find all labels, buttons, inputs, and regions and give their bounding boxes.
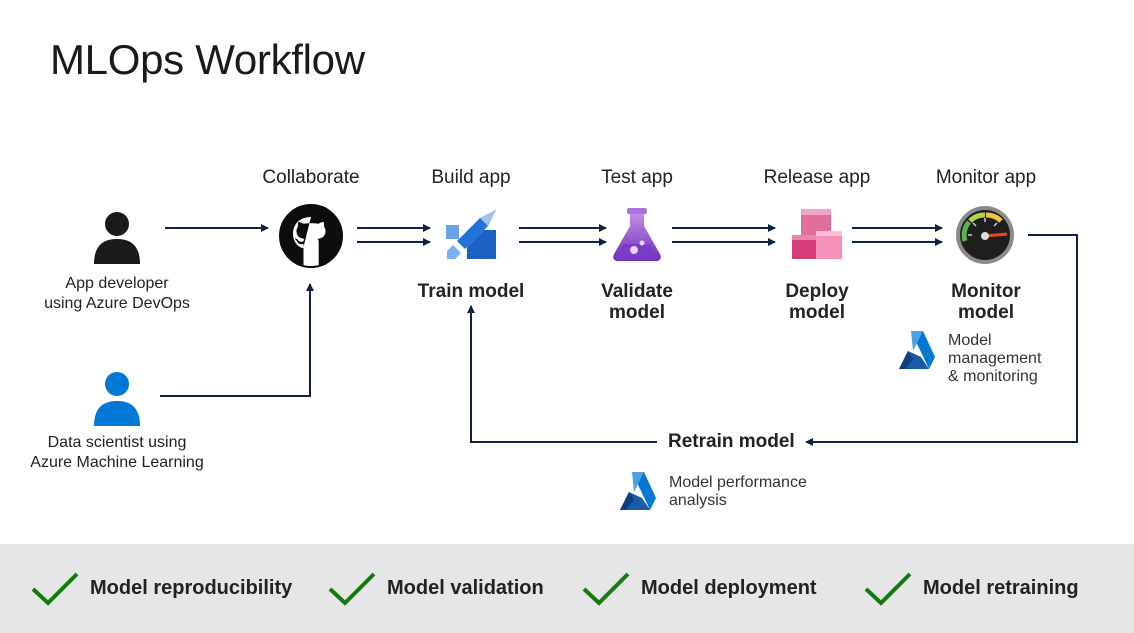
test-plans-flask-icon <box>613 208 661 261</box>
benefit-item: Model retraining <box>863 544 1079 633</box>
note-model-management: Model management & monitoring <box>948 332 1042 385</box>
benefit-item: Model validation <box>327 544 544 633</box>
azure-pipelines-icon <box>446 210 496 259</box>
speedometer-icon <box>956 206 1014 264</box>
checkmark-icon <box>31 572 79 606</box>
arrow-monitor-to-retrain <box>805 234 1078 446</box>
note-model-performance: Model performance analysis <box>669 474 807 509</box>
benefit-item: Model reproducibility <box>30 544 292 633</box>
benefits-bar: Model reproducibility Model validation M… <box>0 544 1134 633</box>
stage-label-build-app: Build app <box>431 167 511 188</box>
retrain-model-label: Retrain model <box>668 431 795 452</box>
azure-ml-icon <box>899 331 935 369</box>
model-label-deploy: Deploy model <box>785 281 849 323</box>
arrow-retrain-to-train <box>467 305 657 443</box>
benefit-label: Model deployment <box>641 577 817 599</box>
arrow-scientist-to-collaborate <box>160 283 314 397</box>
data-scientist-person-icon <box>94 372 140 426</box>
app-developer-person-icon <box>94 212 140 264</box>
azure-ml-icon <box>620 472 656 510</box>
stage-label-collaborate: Collaborate <box>262 167 360 188</box>
stage-label-release-app: Release app <box>763 167 871 188</box>
checkmark-icon <box>582 572 630 606</box>
artifacts-boxes-icon <box>792 209 842 259</box>
stage-label-test-app: Test app <box>601 167 673 188</box>
model-label-train: Train model <box>417 281 525 302</box>
model-label-monitor: Monitor model <box>951 281 1021 323</box>
benefit-item: Model deployment <box>581 544 817 633</box>
checkmark-icon <box>864 572 912 606</box>
benefit-label: Model validation <box>387 577 544 599</box>
data-scientist-label: Data scientist using Azure Machine Learn… <box>30 434 204 471</box>
stage-label-monitor-app: Monitor app <box>935 167 1037 188</box>
github-icon <box>279 204 343 268</box>
benefit-label: Model reproducibility <box>90 577 293 599</box>
checkmark-icon <box>328 572 376 606</box>
page-title: MLOps Workflow <box>50 36 365 83</box>
app-developer-label: App developer using Azure DevOps <box>44 275 190 312</box>
model-label-validate: Validate model <box>601 281 673 323</box>
benefit-label: Model retraining <box>923 577 1079 599</box>
